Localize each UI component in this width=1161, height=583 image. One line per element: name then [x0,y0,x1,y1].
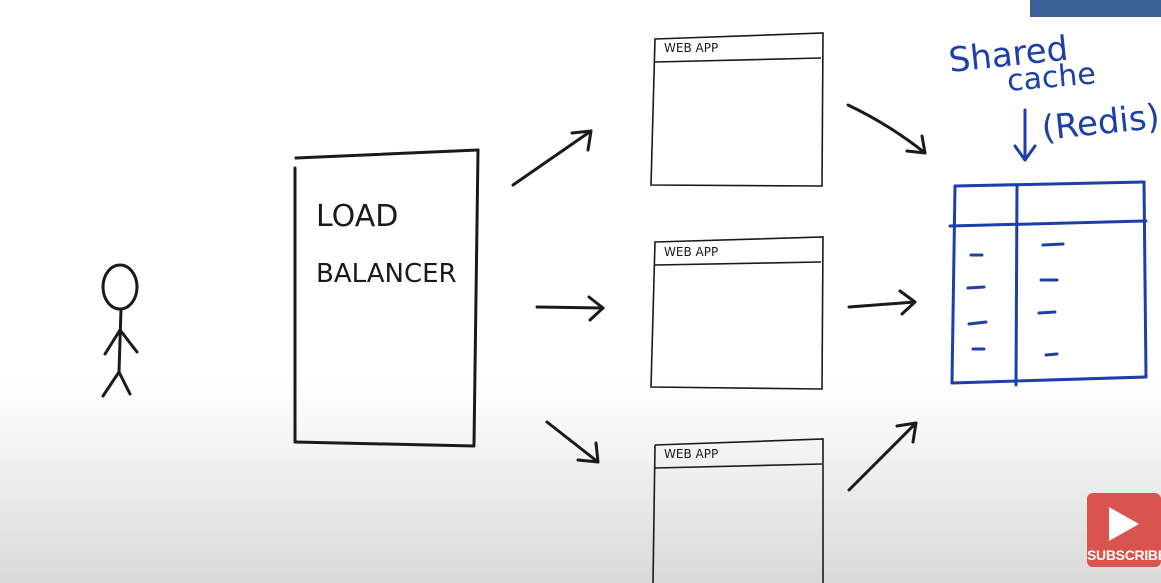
webapp-label-3: WEB APP [664,447,718,461]
cache-label-line3: (Redis) [1040,97,1161,149]
top-right-overlay-tab[interactable] [1030,0,1161,17]
webapp-label-1: WEB APP [664,41,718,55]
arrow-lb-to-webapp-1 [511,129,593,187]
arrow-webapp-3-to-cache [847,421,918,492]
subscribe-button[interactable]: SUBSCRIBE [1087,493,1161,567]
webapp-box-3 [652,438,824,583]
play-icon [1109,507,1139,541]
webapp-label-2: WEB APP [664,245,718,259]
webapp-box-1 [650,32,824,187]
arrow-lb-to-webapp-3 [545,420,600,464]
arrow-label-to-cache [1013,108,1037,162]
load-balancer-box [293,148,480,448]
load-balancer-label-line1: LOAD [316,199,398,234]
user-stick-figure [101,263,139,398]
cache-label-line2: cache [1006,56,1098,99]
cache-table [948,180,1148,387]
subscribe-label: SUBSCRIBE [1087,547,1161,563]
arrow-webapp-1-to-cache [846,103,927,155]
load-balancer-label-line2: BALANCER [316,259,457,289]
webapp-box-2 [650,236,824,390]
arrow-webapp-2-to-cache [847,289,917,316]
arrow-lb-to-webapp-2 [535,295,605,322]
